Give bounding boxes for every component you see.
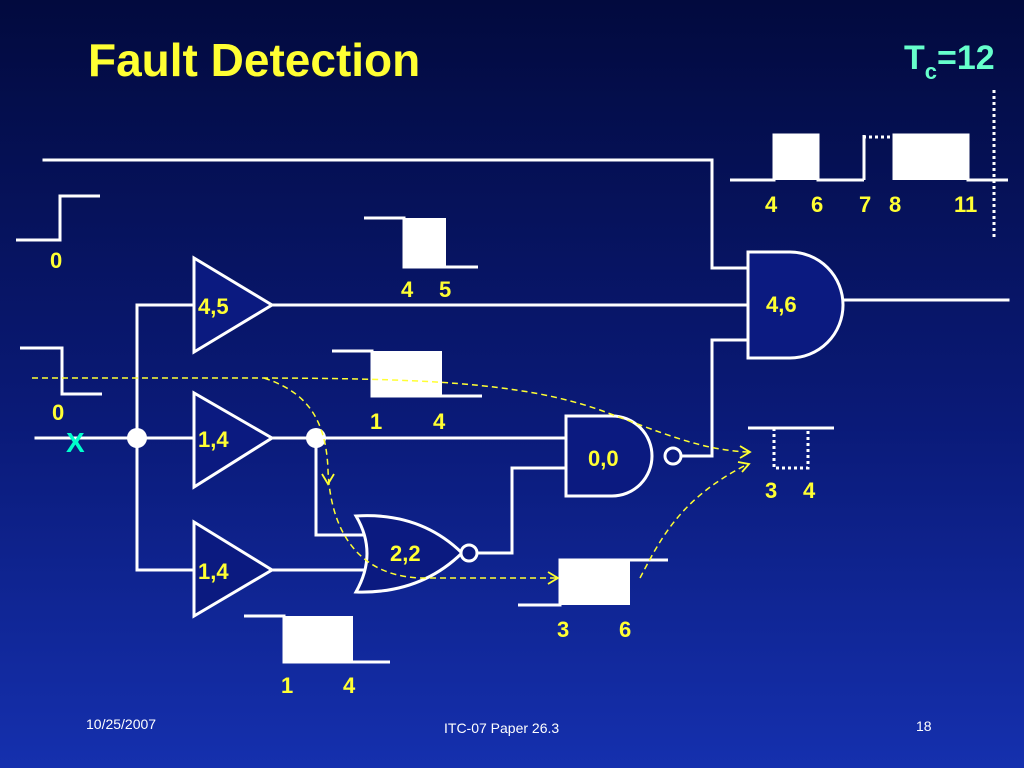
input-top-value: 0 — [50, 248, 63, 273]
nor-bubble — [459, 543, 479, 563]
wire-top-to-and — [42, 158, 750, 270]
buffer-mid-gate — [192, 390, 275, 490]
input-mid-value: 0 — [52, 400, 65, 425]
wave-top-label-1: 4 — [765, 192, 778, 217]
gate-label-and: 4,6 — [766, 292, 797, 317]
path-nor-to-nand — [639, 463, 749, 579]
footer-date: 10/25/2007 — [86, 716, 157, 732]
slide-title: Fault Detection — [88, 34, 421, 86]
buffer-top-gate — [192, 255, 275, 355]
arrowhead-nor-to-nand — [737, 461, 751, 473]
wave-buf-bot-label-2: 4 — [343, 673, 356, 698]
wave-buf-mid-label-2: 4 — [433, 409, 446, 434]
tc-subscript: c — [924, 59, 938, 84]
fault-x-mark: X — [66, 427, 85, 458]
wave-buf-bot-label-1: 1 — [281, 673, 294, 698]
wave-buf-top-label-1: 4 — [401, 277, 414, 302]
footer-page-number: 18 — [916, 718, 932, 734]
wave-nand-label-2: 4 — [803, 478, 816, 503]
tc-label: Tc=12 — [904, 38, 995, 84]
waveform-input-top — [16, 194, 100, 242]
junction-dot-mid — [306, 428, 326, 448]
wave-buf-top-label-2: 5 — [439, 277, 452, 302]
dotted-pulse-top — [862, 135, 894, 180]
gate-label-nand: 0,0 — [588, 446, 619, 471]
wave-nor-label-1: 3 — [557, 617, 570, 642]
gate-label-nor: 2,2 — [390, 541, 421, 566]
footer-center: ITC-07 Paper 26.3 — [444, 720, 560, 736]
arrowhead-upper — [739, 445, 752, 459]
arrowhead-mid — [321, 473, 335, 486]
wire-nor-to-nand — [474, 466, 568, 555]
wire-nand-to-and — [679, 338, 750, 458]
dotted-pulse-nand — [772, 428, 810, 470]
gate-label-buf-bot: 1,4 — [198, 559, 229, 584]
wire-mid-to-nor — [314, 436, 372, 537]
wave-nor-label-2: 6 — [619, 617, 632, 642]
pulse-top-1 — [774, 135, 818, 180]
nand-gate — [564, 414, 654, 498]
wave-top-label-5: 11 — [954, 192, 978, 217]
pulse-nor — [560, 560, 630, 605]
junction-dot-input — [127, 428, 147, 448]
arrowhead-lower — [547, 571, 560, 585]
wave-buf-mid-label-1: 1 — [370, 409, 383, 434]
wave-nand-label-1: 3 — [765, 478, 778, 503]
pulse-top-2 — [894, 135, 968, 180]
pulse-buf-bot — [284, 616, 353, 662]
buffer-bot-gate — [192, 519, 275, 619]
and-gate — [746, 250, 845, 360]
nor-gate — [353, 514, 465, 594]
path-upper — [32, 377, 749, 453]
pulse-buf-mid — [372, 351, 442, 396]
wave-top-label-4: 8 — [889, 192, 902, 217]
tc-letter: T — [904, 39, 925, 77]
wave-top-label-3: 7 — [859, 192, 872, 217]
pulse-buf-top — [404, 218, 446, 267]
waveform-input-mid — [20, 346, 102, 396]
tc-value: =12 — [937, 39, 995, 77]
gate-label-buf-top: 4,5 — [198, 294, 229, 319]
nand-bubble — [663, 446, 683, 466]
gate-label-buf-mid: 1,4 — [198, 427, 229, 452]
wave-top-label-2: 6 — [811, 192, 824, 217]
